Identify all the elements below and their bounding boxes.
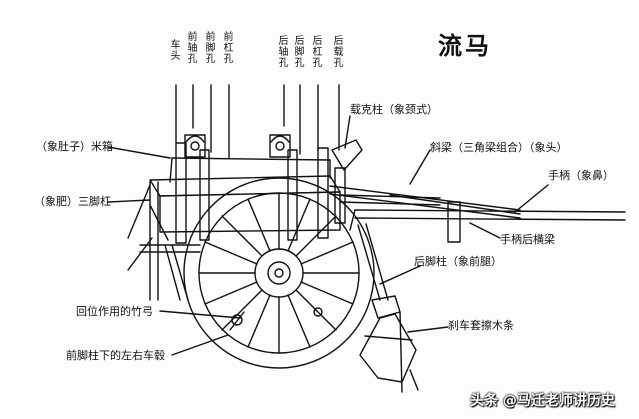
wheel: [183, 177, 375, 369]
label-zaike-zhu: 载克柱（象颈式）: [350, 103, 438, 116]
leader-lines: [107, 84, 549, 356]
label-hou-jiao-zhu: 后脚柱（象前腿）: [414, 255, 502, 268]
diagram-title: 流马: [438, 32, 492, 60]
label-heng-liang: 手柄后横梁: [500, 233, 555, 246]
label-mi-xiang: （象肚子）米箱: [36, 140, 113, 153]
label-qian-zhou-kong: 前轴孔: [187, 32, 198, 65]
label-xie-liang: 斜梁（三角梁组合）（象头）: [430, 141, 568, 154]
label-hou-jiao-kong: 后脚孔: [294, 36, 305, 69]
label-sanjiao-gang: （象肥）三脚杠: [34, 195, 111, 208]
rice-box: [149, 134, 363, 244]
label-sha-che: 刹车套擦木条: [448, 319, 514, 332]
label-hui-wei: 回位作用的竹弓: [76, 305, 153, 318]
label-che-gu: 前脚柱下的左右车毂: [66, 349, 165, 362]
label-qian-jiao-kong: 前脚孔: [205, 32, 216, 65]
watermark: 头条 @马迁老师讲历史: [470, 393, 615, 409]
label-che-tou: 车头: [170, 40, 181, 62]
label-qian-gang-kong: 前杠孔: [223, 32, 234, 65]
handle-shafts: [329, 185, 626, 243]
label-hou-gang-kong: 后杠孔: [312, 36, 323, 69]
rear-leg: [357, 223, 419, 393]
label-hou-zai-kong: 后载孔: [333, 36, 344, 69]
label-hou-zhou-kong: 后轴孔: [278, 36, 289, 69]
label-shou-bing: 手柄（象鼻）: [548, 169, 614, 182]
front-frame: [127, 181, 201, 301]
